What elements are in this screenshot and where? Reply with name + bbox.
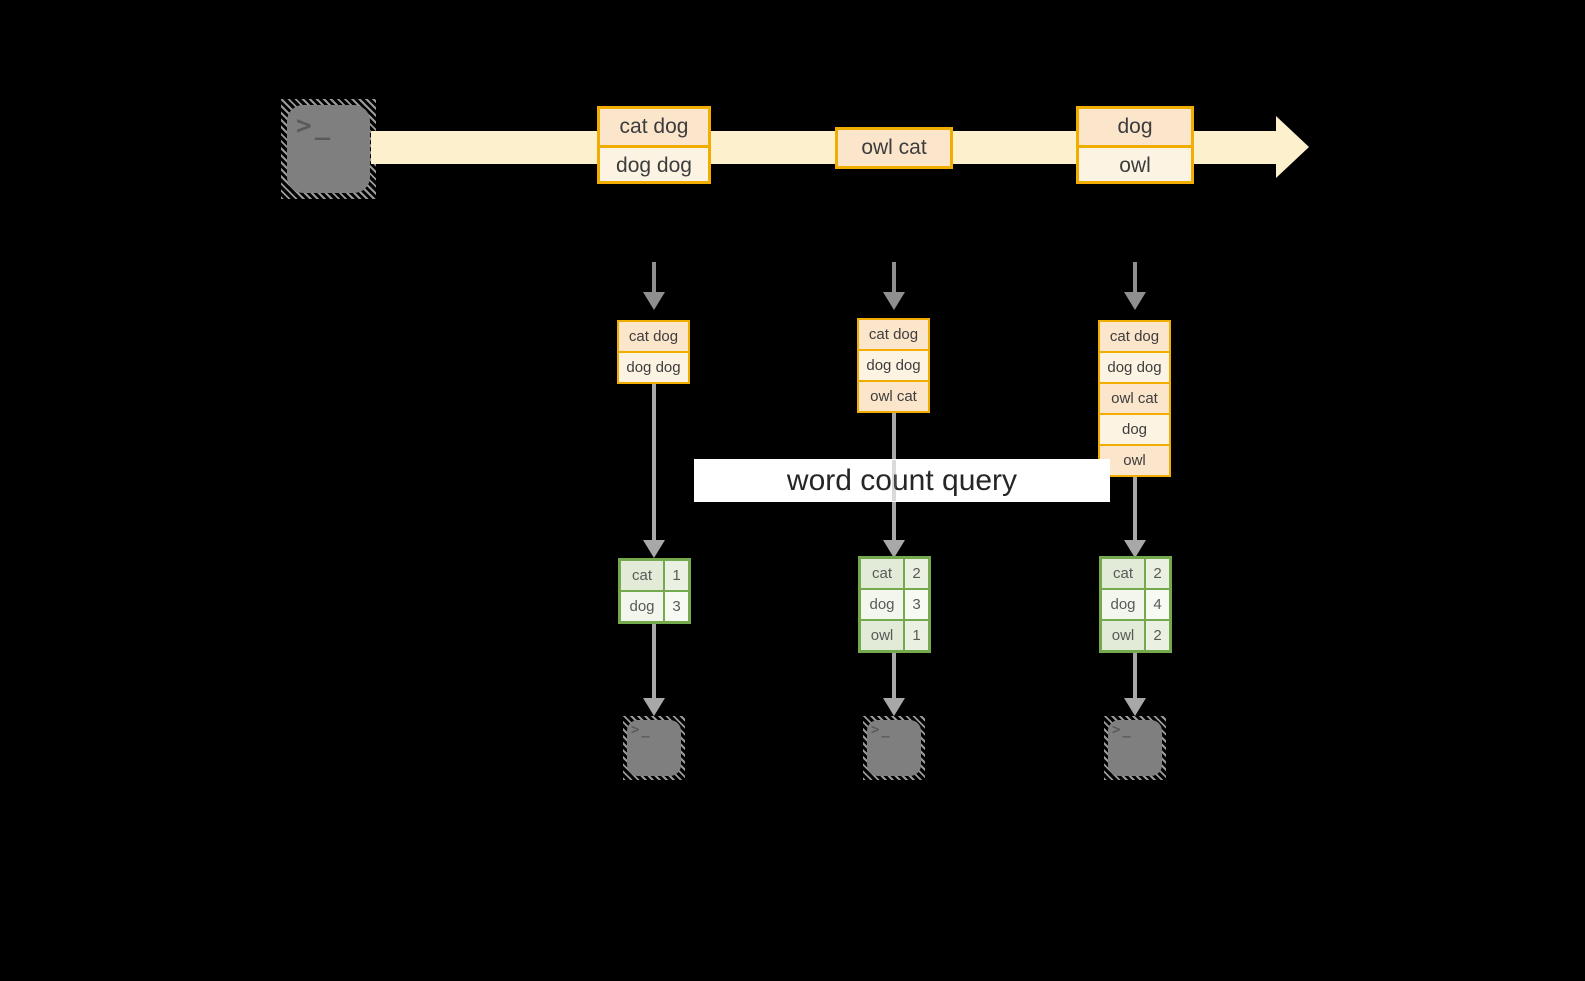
query-label: word count query xyxy=(694,459,1110,502)
dashed-arrow-head-icon xyxy=(643,292,665,310)
terminal-prompt-icon: >_ xyxy=(296,111,334,141)
sink-terminal-icon: >_ xyxy=(1104,716,1166,780)
state-line: dog dog xyxy=(1098,351,1171,384)
terminal-prompt-icon: >_ xyxy=(1112,722,1133,738)
state-line: dog dog xyxy=(857,349,930,382)
state-line: cat dog xyxy=(617,320,690,353)
word-cell: owl xyxy=(1102,621,1144,650)
terminal-body xyxy=(867,720,921,776)
state-line: cat dog xyxy=(857,318,930,351)
sink-terminal-icon: >_ xyxy=(623,716,685,780)
arrow-head-icon xyxy=(1124,540,1146,558)
batch-line: dog dog xyxy=(600,145,708,181)
count-cell: 3 xyxy=(905,590,928,619)
timeline-batch-2: owl cat xyxy=(835,127,953,169)
dashed-arrow-head-icon xyxy=(883,292,905,310)
dashed-arrow-line xyxy=(892,262,896,292)
batch-line: owl cat xyxy=(838,130,950,166)
word-cell: cat xyxy=(1102,559,1144,588)
arrow-head-icon xyxy=(1124,698,1146,716)
word-cell: dog xyxy=(1102,590,1144,619)
timeline-batch-3: dog owl xyxy=(1076,106,1194,184)
dashed-arrow-line xyxy=(1133,262,1137,292)
state-line: cat dog xyxy=(1098,320,1171,353)
arrow-head-icon xyxy=(643,698,665,716)
arrow-through-label xyxy=(892,460,896,501)
arrow-line xyxy=(1133,475,1137,540)
batch-line: cat dog xyxy=(600,109,708,145)
state-stack-1: cat dog dog dog xyxy=(617,320,690,384)
word-cell: cat xyxy=(861,559,903,588)
arrow-line xyxy=(1133,653,1137,698)
source-terminal-icon: >_ xyxy=(281,99,376,199)
batch-line: owl xyxy=(1079,145,1191,181)
arrow-line xyxy=(892,653,896,698)
terminal-prompt-icon: >_ xyxy=(631,722,652,738)
result-table-2: cat 2 dog 3 owl 1 xyxy=(858,556,931,653)
terminal-body xyxy=(1108,720,1162,776)
dashed-arrow-head-icon xyxy=(1124,292,1146,310)
count-cell: 4 xyxy=(1146,590,1169,619)
dashed-arrow-line xyxy=(652,262,656,292)
sink-terminal-icon: >_ xyxy=(863,716,925,780)
count-cell: 2 xyxy=(1146,621,1169,650)
stream-arrowhead-icon xyxy=(1276,116,1309,178)
state-stack-3: cat dog dog dog owl cat dog owl xyxy=(1098,320,1171,477)
result-table-1: cat 1 dog 3 xyxy=(618,558,691,624)
word-cell: cat xyxy=(621,561,663,590)
batch-line: dog xyxy=(1079,109,1191,145)
arrow-head-icon xyxy=(883,540,905,558)
state-line: dog xyxy=(1098,413,1171,446)
state-line: owl cat xyxy=(1098,382,1171,415)
count-cell: 3 xyxy=(665,592,688,621)
result-table-3: cat 2 dog 4 owl 2 xyxy=(1099,556,1172,653)
word-cell: dog xyxy=(621,592,663,621)
terminal-prompt-icon: >_ xyxy=(871,722,892,738)
count-cell: 1 xyxy=(665,561,688,590)
arrow-head-icon xyxy=(643,540,665,558)
state-line: owl cat xyxy=(857,380,930,413)
state-stack-2: cat dog dog dog owl cat xyxy=(857,318,930,413)
count-cell: 1 xyxy=(905,621,928,650)
arrow-head-icon xyxy=(883,698,905,716)
timeline-batch-1: cat dog dog dog xyxy=(597,106,711,184)
count-cell: 2 xyxy=(1146,559,1169,588)
word-cell: owl xyxy=(861,621,903,650)
terminal-body xyxy=(287,105,370,193)
count-cell: 2 xyxy=(905,559,928,588)
state-line: dog dog xyxy=(617,351,690,384)
arrow-line xyxy=(652,382,656,540)
word-cell: dog xyxy=(861,590,903,619)
terminal-body xyxy=(627,720,681,776)
arrow-line xyxy=(652,624,656,698)
